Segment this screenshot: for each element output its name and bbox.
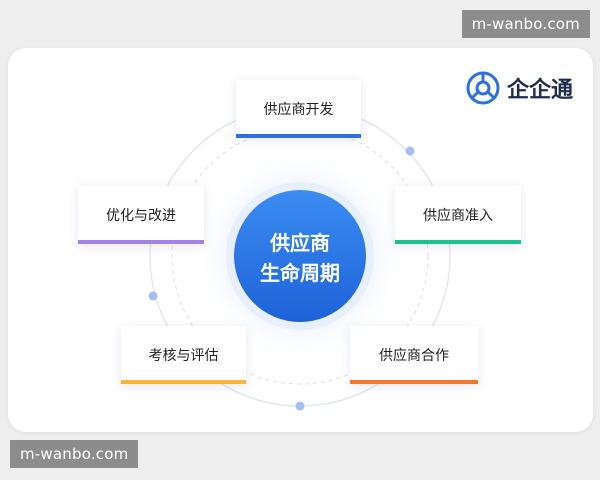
- stage-label: 供应商准入: [423, 208, 493, 224]
- center-line-1: 供应商: [270, 231, 330, 255]
- brand-name: 企企通: [507, 78, 574, 103]
- stage-card-evaluation: 考核与评估: [121, 326, 246, 384]
- stage-accent-bar: [395, 240, 521, 244]
- stage-card-cooperation: 供应商合作: [350, 326, 478, 384]
- stage-accent-bar: [121, 380, 246, 384]
- stage-label: 考核与评估: [148, 348, 219, 364]
- stage-card-development: 供应商开发: [236, 80, 361, 138]
- watermark-top: m-wanbo.com: [461, 10, 590, 38]
- stage-card-admission: 供应商准入: [395, 186, 521, 244]
- center-line-2: 生命周期: [260, 261, 340, 285]
- watermark-bottom: m-wanbo.com: [10, 440, 139, 468]
- stage-label: 供应商开发: [263, 102, 334, 118]
- ring-dot: [295, 401, 305, 411]
- brand-logo: 企企通: [465, 70, 573, 106]
- qiqitong-logo-icon: [466, 71, 500, 105]
- center-label: 供应商 生命周期: [230, 198, 370, 318]
- stage-accent-bar: [236, 134, 361, 138]
- stage-label: 供应商合作: [379, 348, 449, 364]
- stage-accent-bar: [350, 380, 478, 384]
- center-circle: [234, 190, 366, 322]
- ring-dot: [148, 291, 158, 301]
- stage-card-improvement: 优化与改进: [78, 186, 204, 244]
- ring-dot: [405, 146, 415, 156]
- stage-label: 优化与改进: [106, 208, 176, 224]
- stage-accent-bar: [78, 240, 204, 244]
